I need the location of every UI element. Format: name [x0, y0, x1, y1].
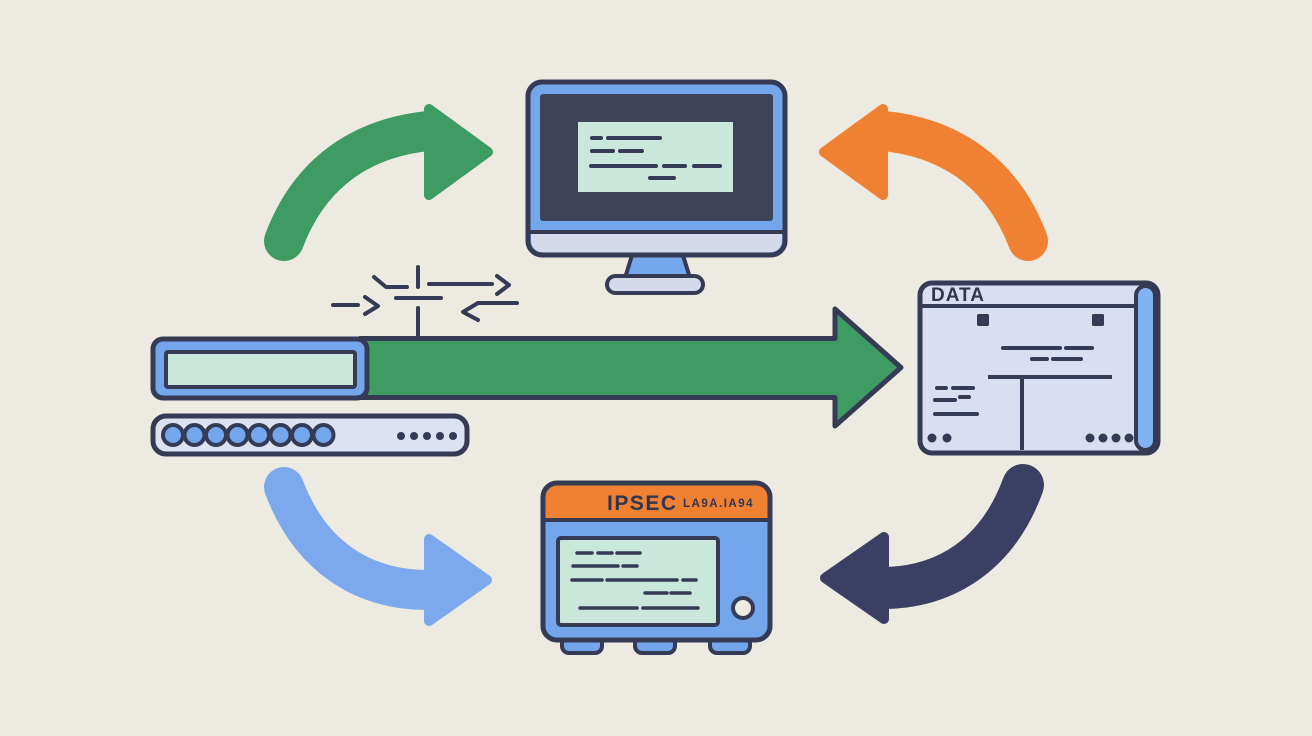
orange-curved-arrow — [819, 104, 1048, 261]
ipsec-subtitle: LA9A.IA94 — [683, 498, 754, 510]
data-text-lines — [933, 346, 1094, 416]
ipsec-header — [543, 483, 770, 520]
terminal-text-lines — [589, 136, 722, 180]
navy-curved-arrow — [820, 464, 1044, 624]
monitor-chin — [531, 233, 782, 253]
power-button[interactable] — [731, 596, 755, 620]
port-circles — [161, 423, 336, 447]
sketch-arrows-icon — [331, 265, 519, 338]
terminal-panel — [578, 122, 733, 192]
ipsec-title: IPSEC — [607, 492, 678, 515]
monitor-base — [605, 274, 705, 295]
footer-dots — [927, 433, 1134, 443]
blue-curved-arrow — [264, 467, 492, 626]
data-window-body — [917, 280, 1161, 456]
monitor — [525, 79, 788, 295]
green-curved-arrow — [264, 104, 493, 261]
router-display — [164, 350, 357, 389]
ipsec-device: IPSEC LA9A.IA94 — [540, 480, 773, 655]
indicator-dots — [397, 432, 457, 440]
square-markers — [977, 314, 1104, 326]
ipsec-text-lines — [570, 551, 700, 610]
port-strip — [150, 413, 470, 457]
data-divider-lines — [988, 375, 1112, 450]
green-flow-arrow — [357, 306, 904, 429]
scrollbar[interactable] — [1134, 284, 1157, 452]
data-window-title: DATA — [931, 285, 985, 306]
router-device — [150, 336, 370, 401]
data-window: DATA — [917, 280, 1161, 456]
